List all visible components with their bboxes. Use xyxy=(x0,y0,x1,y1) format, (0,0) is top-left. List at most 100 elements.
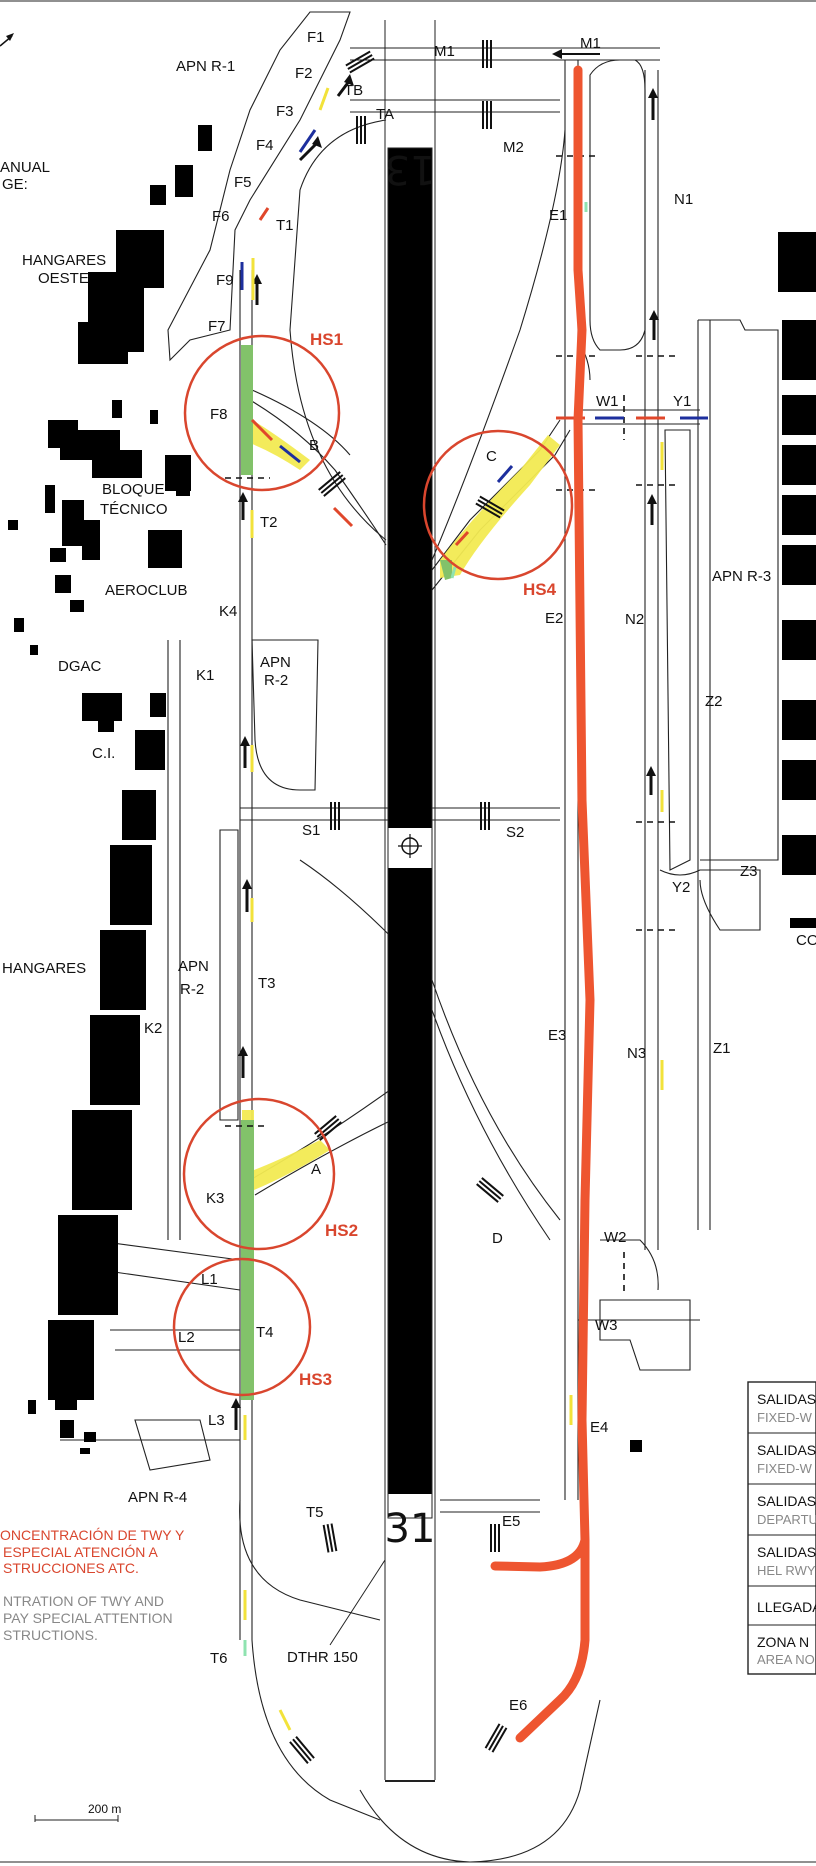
twy-k1: K1 xyxy=(196,667,214,684)
chart-notes: ONCENTRACIÓN DE TWY Y ESPECIAL ATENCIÓN … xyxy=(0,1527,185,1643)
legend-2-title: SALIDAS xyxy=(757,1493,816,1509)
buildings xyxy=(8,125,816,1454)
hotspot-hs3-circle xyxy=(172,1257,312,1397)
twy-tb: TB xyxy=(344,82,363,99)
twy-f5: F5 xyxy=(234,174,252,191)
twy-z2: Z2 xyxy=(705,693,723,710)
twy-e4: E4 xyxy=(590,1419,608,1436)
manual-label-a: ANUAL xyxy=(0,159,50,176)
hotspot-hs4-label: HS4 xyxy=(523,580,557,599)
legend-1-title: SALIDAS xyxy=(757,1442,816,1458)
twy-e5: E5 xyxy=(502,1513,520,1530)
note-red-1: ONCENTRACIÓN DE TWY Y xyxy=(0,1527,185,1543)
note-red-3: STRUCCIONES ATC. xyxy=(3,1560,139,1576)
scale-label: 200 m xyxy=(88,1802,121,1816)
twy-t5: T5 xyxy=(306,1504,324,1521)
dthr-label: DTHR 150 xyxy=(287,1649,358,1666)
twy-e1: E1 xyxy=(549,207,567,224)
twy-ta: TA xyxy=(376,106,394,123)
twy-t1: T1 xyxy=(276,217,294,234)
intermediate-holding-lines xyxy=(225,155,680,1296)
apn-r4-label: APN R-4 xyxy=(128,1489,187,1506)
hotspot-hs2-label: HS2 xyxy=(325,1221,358,1240)
note-grey-3: STRUCTIONS. xyxy=(3,1627,98,1643)
hotspot-hs3-label: HS3 xyxy=(299,1370,332,1389)
hotspot-hs4-circle xyxy=(422,429,574,581)
apn-r3-label: APN R-3 xyxy=(712,568,771,585)
note-grey-2: PAY SPECIAL ATTENTION xyxy=(3,1610,173,1626)
legend-1-sub: FIXED-W xyxy=(757,1461,813,1476)
hotspot-hs2-circle xyxy=(182,1097,336,1251)
twy-l3: L3 xyxy=(208,1412,225,1429)
twy-f4: F4 xyxy=(256,137,274,154)
note-grey-1: NTRATION OF TWY AND xyxy=(3,1593,164,1609)
aeroclub-label: AEROCLUB xyxy=(105,582,188,599)
apn-r2-top-label-b: R-2 xyxy=(264,672,288,689)
holding-points xyxy=(289,40,508,1764)
twy-z1: Z1 xyxy=(713,1040,731,1057)
hangares-label: HANGARES xyxy=(2,960,86,977)
hotspot-hs1-label: HS1 xyxy=(310,330,343,349)
dgac-label: DGAC xyxy=(58,658,102,675)
twy-w1: W1 xyxy=(596,393,619,410)
twy-e6: E6 xyxy=(509,1697,527,1714)
legend-3-title: SALIDAS xyxy=(757,1544,816,1560)
area-labels: APN R-1 APN R-2 APN R-2 APN R-3 APN R-4 … xyxy=(0,58,816,1666)
twy-f3: F3 xyxy=(276,103,294,120)
twy-m1-east: M1 xyxy=(580,35,601,52)
scale-bar: 200 m xyxy=(34,1802,121,1822)
twy-a: A xyxy=(311,1161,321,1178)
north-arrow-icon xyxy=(0,33,14,47)
twy-e2: E2 xyxy=(545,610,563,627)
note-red-2: ESPECIAL ATENCIÓN A xyxy=(3,1544,158,1560)
direction-arrows xyxy=(231,49,708,1731)
twy-t4: T4 xyxy=(256,1324,274,1341)
legend-5-title: ZONA N xyxy=(757,1634,809,1650)
twy-f2: F2 xyxy=(295,65,313,82)
taxi-route xyxy=(490,65,595,1743)
hotspot-hs1-circle xyxy=(183,334,341,492)
twy-f9: F9 xyxy=(216,272,234,289)
apn-r1-label: APN R-1 xyxy=(176,58,235,75)
twy-f1: F1 xyxy=(307,29,325,46)
hotspot-circles xyxy=(172,334,574,1397)
twy-m2: M2 xyxy=(503,139,524,156)
twy-k2: K2 xyxy=(144,1020,162,1037)
legend-2-sub: DEPARTU xyxy=(757,1512,816,1527)
taxiway-labels: F1 F2 F3 F4 F5 F6 F7 F8 F9 TA TB T1 T2 T… xyxy=(144,29,758,1714)
twy-s2: S2 xyxy=(506,824,524,841)
twy-f6: F6 xyxy=(212,208,230,225)
legend: SALIDAS FIXED-W SALIDAS FIXED-W SALIDAS … xyxy=(747,1381,816,1675)
twy-n3: N3 xyxy=(627,1045,646,1062)
runway-13-label: 13 xyxy=(385,146,436,192)
runway-31-label: 31 xyxy=(385,1506,436,1552)
hangares-oeste-label-a: HANGARES xyxy=(22,252,106,269)
bloque-tecnico-label-b: TÉCNICO xyxy=(100,501,168,518)
apn-r2-top-label-a: APN xyxy=(260,654,291,671)
twy-b: B xyxy=(309,437,319,454)
legend-3-sub: HEL RWY xyxy=(757,1563,816,1578)
twy-t6: T6 xyxy=(210,1650,228,1667)
twy-k4: K4 xyxy=(219,603,237,620)
legend-4-title: LLEGADA xyxy=(757,1599,816,1615)
twy-n1: N1 xyxy=(674,191,693,208)
hangares-oeste-label-b: OESTE xyxy=(38,270,89,287)
twy-z3: Z3 xyxy=(740,863,758,880)
twy-l2: L2 xyxy=(178,1329,195,1346)
twy-l1: L1 xyxy=(201,1271,218,1288)
apn-r2-mid-label-b: R-2 xyxy=(180,981,204,998)
twy-c: C xyxy=(486,448,497,465)
runway-13-31: 13 31 xyxy=(384,20,436,1782)
twy-s1: S1 xyxy=(302,822,320,839)
twy-y2: Y2 xyxy=(672,879,690,896)
legend-0-title: SALIDAS xyxy=(757,1391,816,1407)
apn-r2-mid-label-a: APN xyxy=(178,958,209,975)
twy-k3: K3 xyxy=(206,1190,224,1207)
twy-t2: T2 xyxy=(260,514,278,531)
twy-f7: F7 xyxy=(208,318,226,335)
ci-label: C.I. xyxy=(92,745,115,762)
twy-n2: N2 xyxy=(625,611,644,628)
legend-0-sub: FIXED-W xyxy=(757,1410,813,1425)
legend-5-sub: AREA NO xyxy=(757,1652,815,1667)
